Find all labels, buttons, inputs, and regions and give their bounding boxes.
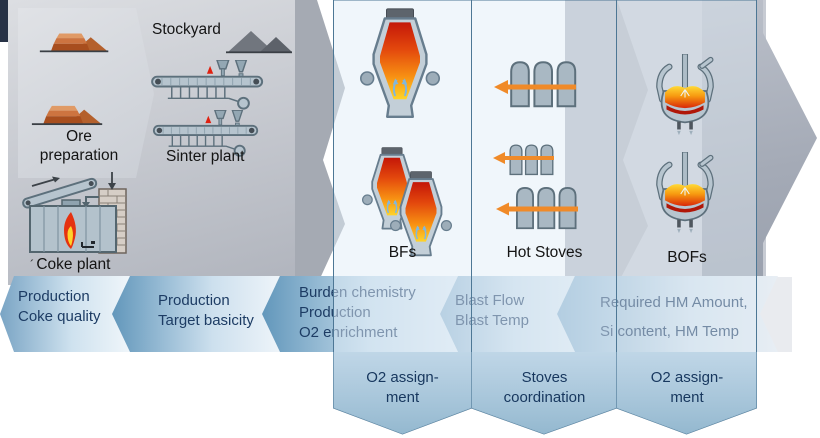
band-text-line: O2 enrichment	[299, 324, 398, 341]
stove-group-icon-2	[509, 144, 554, 176]
band-text-line: Production	[18, 288, 90, 305]
band-text-line: Production	[299, 304, 371, 321]
banner-line: O2 assign-	[366, 369, 439, 386]
banner-o2-assignment-bf: O2 assign- ment	[333, 368, 472, 408]
band-text-bf: Burden chemistry Production O2 enrichmen…	[299, 283, 416, 343]
banner-o2-assignment-bof: O2 assign- ment	[617, 368, 757, 408]
banner-line: ment	[385, 389, 420, 406]
band-text-line: Burden chemistry	[299, 284, 416, 301]
band-text-line: Si content, HM Temp	[600, 323, 739, 340]
coke-label-tick: ´	[30, 257, 35, 272]
band-text-line: Required HM Amount,	[600, 294, 748, 311]
stove-airflow-arrowhead-1	[494, 80, 508, 94]
band-chevron-sinter	[112, 276, 280, 352]
band-text-line: Coke quality	[18, 308, 101, 325]
ore-preparation-label: Ore preparation	[18, 127, 140, 165]
band-text-line: Production	[158, 292, 230, 309]
ore-label-line: preparation	[39, 147, 119, 164]
band-text-line: Blast Temp	[455, 312, 529, 329]
coke-plant-label: ´Coke plant	[30, 255, 110, 274]
band-text-line: Blast Flow	[455, 292, 525, 309]
sinter-plant-label: Sinter plant	[166, 148, 245, 165]
band-text-bof: Required HM Amount, Si content, HM Temp	[600, 288, 748, 346]
banner-line: Stoves	[521, 369, 568, 386]
banner-line: coordination	[503, 389, 586, 406]
bf-icon-small-1	[362, 146, 422, 230]
bofs-label: BOFs	[667, 249, 707, 266]
coke-label-text: Coke plant	[36, 256, 111, 273]
stove-airflow-arrowhead-2	[493, 152, 505, 164]
banner-line: O2 assign-	[650, 369, 724, 386]
stockyard-label: Stockyard	[152, 21, 221, 38]
ore-label-line: Ore	[66, 128, 92, 145]
flow-arrow-right-icon	[702, 0, 817, 285]
slide-edge-sliver	[0, 0, 8, 42]
band-chevron-coke	[0, 276, 131, 352]
band-text-line: Target basicity	[158, 312, 254, 329]
bf-icon-large	[360, 7, 440, 119]
bfs-label: BFs	[388, 244, 417, 261]
band-text-sinter: Production Target basicity	[158, 291, 254, 331]
banner-stoves-coordination: Stoves coordination	[472, 368, 617, 408]
band-text-stoves: Blast Flow Blast Temp	[455, 291, 529, 331]
band-text-coke: Production Coke quality	[18, 287, 101, 327]
banner-line: ment	[670, 389, 704, 406]
hot-stoves-label: Hot Stoves	[506, 244, 583, 261]
stove-airflow-arrowhead-3	[496, 202, 509, 216]
